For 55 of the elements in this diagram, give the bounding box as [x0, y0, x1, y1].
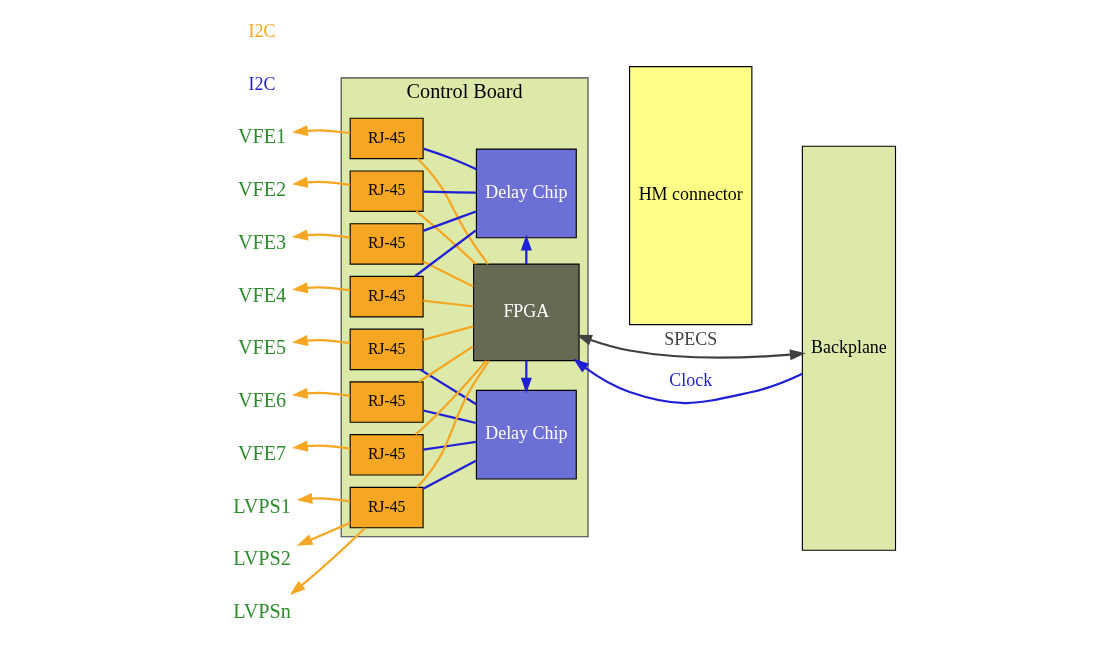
node-text: VFE5: [237, 336, 287, 359]
connector: [416, 360, 490, 488]
arrow: [292, 125, 351, 137]
arrow: [292, 335, 351, 346]
connector: [416, 157, 489, 265]
connector: [422, 210, 477, 232]
connector: [423, 299, 474, 308]
node-box: RJ-45: [349, 117, 424, 160]
node-box: RJ-45: [349, 486, 424, 529]
connector: [423, 440, 477, 451]
connector: [414, 359, 488, 436]
node-box: RJ-45: [349, 275, 424, 318]
connector: [415, 210, 477, 265]
node-box: RJ-45: [349, 170, 424, 212]
node-text: VFE2: [237, 178, 287, 201]
arrow: [292, 229, 351, 241]
arrow: [292, 440, 351, 452]
node-text: VFE3: [237, 230, 287, 253]
node-box: Delay Chip: [475, 148, 577, 239]
edge-label: SPECS: [664, 328, 718, 349]
arrow: [292, 176, 351, 188]
arrow: [289, 527, 366, 595]
node-box: FPGA: [473, 263, 580, 362]
node-box: RJ-45: [349, 434, 424, 476]
label: I2C: [248, 21, 276, 42]
node-box: RJ-45: [349, 328, 424, 371]
connector: [422, 260, 474, 288]
node-box: Delay Chip: [475, 389, 577, 480]
edge-label: Clock: [669, 370, 713, 391]
connector: [418, 345, 474, 383]
connector: [422, 147, 477, 171]
node-box: RJ-45: [349, 223, 424, 265]
node-text: VFE6: [237, 389, 287, 412]
arrow: [296, 493, 351, 504]
connector: [422, 409, 477, 425]
arrow: [292, 387, 351, 399]
node-text: VFE4: [237, 283, 287, 306]
node-text: LVPS1: [233, 494, 291, 517]
connector: [419, 368, 477, 406]
arrow: [576, 334, 806, 361]
node-box: Backplane: [801, 145, 897, 551]
node-text: LVPSn: [233, 600, 291, 622]
arrow: [573, 358, 803, 405]
arrow: [296, 521, 351, 546]
node-text: LVPS2: [233, 547, 291, 570]
node-box: HM connector: [629, 66, 753, 326]
connector: [422, 325, 474, 341]
connector: [414, 229, 477, 278]
arrow: [292, 282, 351, 294]
node-box: RJ-45: [349, 381, 424, 423]
connector: [422, 459, 477, 490]
connector: [423, 190, 476, 194]
node-text: VFE1: [237, 125, 287, 148]
node-text: VFE7: [237, 441, 287, 464]
label: I2C: [248, 73, 276, 94]
